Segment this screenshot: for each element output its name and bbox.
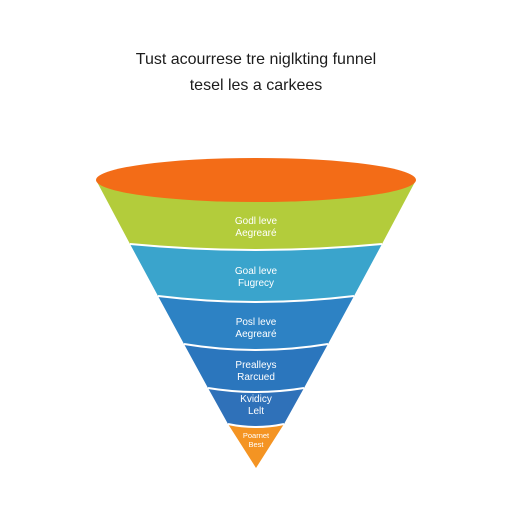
stage-divider: [157, 295, 355, 303]
stage-5-label-line-1: Kvidicy: [240, 394, 272, 405]
stage-divider: [227, 423, 285, 428]
stage-4-label-line-2: Rarcued: [237, 372, 275, 383]
stage-2-label-line-1: Goal leve: [235, 266, 278, 277]
stage-4-label-line-1: Prealleys: [235, 360, 276, 371]
stage-3-label-line-2: Aegrearé: [235, 329, 277, 340]
funnel-top-ellipse: [96, 158, 416, 202]
stage-1-label-line-1: Godl leve: [235, 216, 278, 227]
stage-2-label-line-2: Fugrecy: [238, 278, 274, 289]
stage-1-label-line-2: Aegrearé: [235, 228, 277, 239]
stage-divider: [183, 343, 329, 351]
funnel-stage-3: [158, 296, 354, 350]
funnel-stage-4: [184, 344, 328, 392]
funnel-stage-5: [208, 388, 304, 427]
funnel-stage-2: [130, 244, 382, 302]
stage-divider: [129, 243, 383, 251]
funnel-stage-6: [228, 424, 284, 468]
stage-6-label-line-2: Best: [248, 440, 264, 449]
stage-6-label-line-1: Poarnet: [243, 431, 270, 440]
title-line-1: Tust acourrese tre niglkting funnel: [135, 51, 377, 68]
stage-divider: [207, 387, 305, 393]
stage-3-label-line-1: Posl leve: [236, 317, 277, 328]
stage-5-label-line-2: Lelt: [248, 406, 264, 417]
title-line-2: tesel les a carkees: [189, 77, 323, 94]
